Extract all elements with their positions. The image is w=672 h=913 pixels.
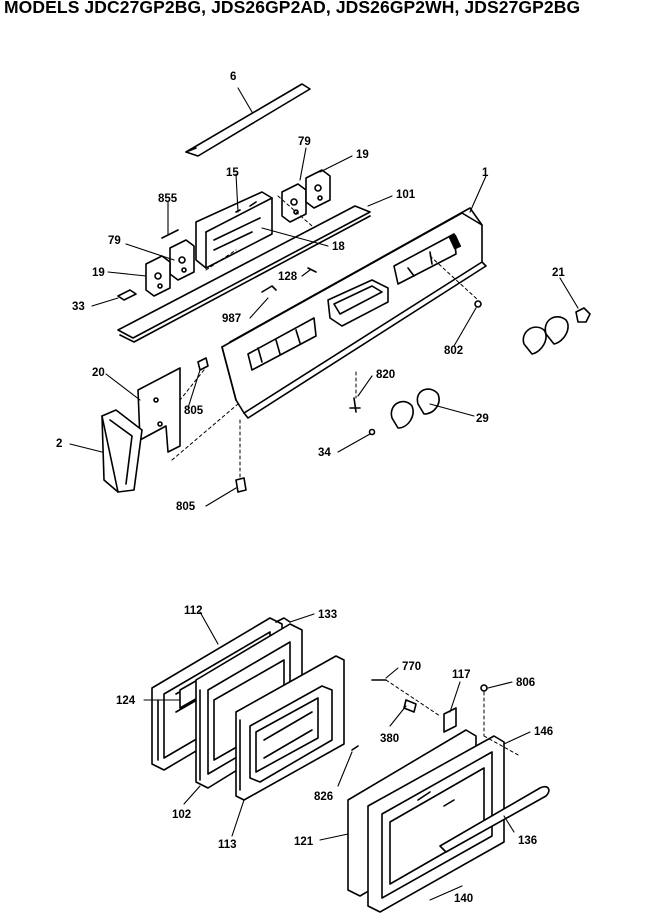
label-21: 21 [552, 267, 565, 279]
label-121: 121 [294, 836, 314, 848]
part-805-screw-lower [235, 477, 247, 493]
label-820: 820 [376, 369, 395, 381]
label-140: 140 [454, 893, 473, 905]
part-79-relay-right [281, 183, 307, 223]
label-29: 29 [476, 413, 489, 425]
label-1: 1 [482, 167, 489, 179]
guide-lines-upper [171, 195, 479, 479]
part-380-spacer [403, 699, 417, 713]
part-826-screw [351, 745, 359, 751]
label-826: 826 [314, 791, 333, 803]
label-128: 128 [278, 271, 298, 283]
label-802: 802 [444, 345, 463, 357]
part-117-bracket [443, 707, 457, 733]
part-1-control-panel [221, 207, 487, 419]
part-34-screw [368, 428, 376, 436]
label-805b: 805 [176, 501, 196, 513]
label-19b: 19 [92, 267, 105, 279]
label-15: 15 [226, 167, 239, 179]
label-102: 102 [172, 809, 191, 821]
label-124: 124 [116, 695, 136, 707]
part-15-control-board [195, 191, 273, 269]
part-labels: 6 79 19 15 855 101 1 79 18 19 128 21 33 … [56, 71, 565, 905]
part-21-knob-cap [575, 307, 591, 323]
part-133-clip [275, 617, 291, 623]
part-19-switch-left [145, 255, 171, 297]
leader-lines [69, 87, 579, 901]
part-20-bracket [137, 367, 181, 453]
label-6: 6 [230, 71, 236, 83]
part-802-screw [474, 300, 482, 308]
label-101: 101 [396, 189, 416, 201]
label-136: 136 [518, 835, 537, 847]
label-18: 18 [332, 241, 345, 253]
label-117: 117 [452, 669, 471, 681]
part-2-end-cap [101, 409, 143, 493]
part-101-base-strip [117, 205, 371, 343]
label-146: 146 [534, 726, 553, 738]
label-855: 855 [158, 193, 178, 205]
label-34: 34 [318, 447, 331, 459]
part-820-screw [349, 397, 361, 413]
part-806-screw [480, 684, 488, 692]
part-29-knobs [390, 388, 440, 429]
label-380: 380 [380, 733, 399, 745]
label-20: 20 [92, 367, 105, 379]
part-146-handle [439, 785, 550, 853]
label-79: 79 [298, 136, 311, 148]
label-806: 806 [516, 677, 535, 689]
label-33: 33 [72, 301, 85, 313]
knobs-right [522, 316, 569, 355]
part-6-trim-strip [185, 83, 311, 157]
part-19-switch-right [305, 169, 331, 209]
part-128-screw [307, 267, 317, 273]
label-133: 133 [318, 609, 337, 621]
label-2: 2 [56, 438, 62, 450]
label-113: 113 [218, 839, 237, 851]
label-112: 112 [184, 605, 203, 617]
part-33-clip [117, 289, 137, 301]
guide-lines-lower [385, 679, 521, 757]
part-987-screw [261, 285, 277, 293]
label-805: 805 [184, 405, 204, 417]
part-113-outer-panel [235, 655, 345, 801]
part-855-connector [161, 229, 179, 239]
label-987: 987 [222, 313, 241, 325]
label-19: 19 [356, 149, 369, 161]
part-805-screw-upper [197, 357, 209, 371]
label-79b: 79 [108, 235, 121, 247]
models-header: MODELS JDC27GP2BG, JDS26GP2AD, JDS26GP2W… [4, 0, 581, 17]
label-770: 770 [402, 661, 421, 673]
